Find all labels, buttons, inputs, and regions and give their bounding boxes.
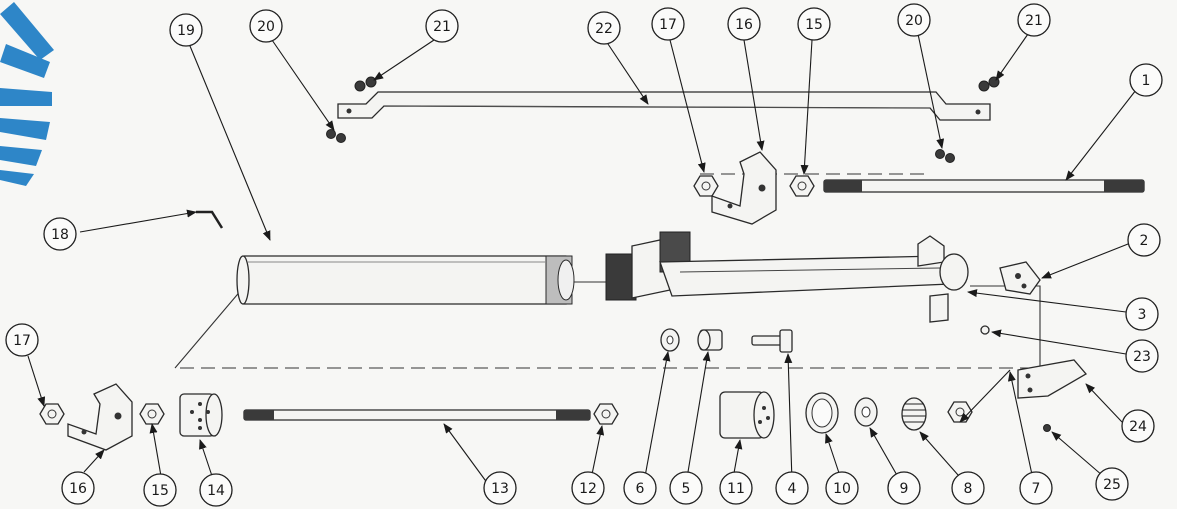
callout-21-top-left: 21: [425, 9, 459, 43]
callout-3: 3: [1125, 297, 1159, 331]
upper-bracket-16: [711, 151, 777, 225]
svg-text:17: 17: [659, 17, 677, 33]
upper-nut-17: [693, 175, 719, 197]
spring-8: [901, 397, 927, 431]
nut-25: [1043, 424, 1051, 432]
bolt-4: [751, 329, 793, 353]
callout-16-top: 16: [727, 7, 761, 41]
bushing-5: [697, 329, 723, 351]
washer-6: [660, 328, 680, 352]
callout-7: 7: [1019, 471, 1053, 505]
callout-18: 18: [43, 217, 77, 251]
svg-text:23: 23: [1133, 349, 1151, 365]
callout-14: 14: [199, 473, 233, 507]
svg-text:16: 16: [69, 481, 87, 497]
upper-threaded-rod-1: [823, 179, 1145, 193]
callout-5: 5: [669, 471, 703, 505]
svg-text:6: 6: [636, 481, 645, 497]
washer-9: [854, 397, 878, 427]
svg-text:24: 24: [1129, 419, 1147, 435]
callout-25: 25: [1095, 467, 1129, 501]
seal-ring-10: [805, 392, 839, 434]
nut-7: [947, 401, 973, 423]
svg-text:10: 10: [833, 481, 851, 497]
svg-text:11: 11: [727, 481, 745, 497]
svg-text:20: 20: [905, 13, 923, 29]
svg-text:20: 20: [257, 19, 275, 35]
callout-1: 1: [1129, 63, 1163, 97]
callout-21-top-right: 21: [1017, 3, 1051, 37]
nut-12: [593, 403, 619, 425]
callout-15-top: 15: [797, 7, 831, 41]
callout-10: 10: [825, 471, 859, 505]
svg-text:18: 18: [51, 227, 69, 243]
svg-text:2: 2: [1140, 233, 1149, 249]
callout-9: 9: [887, 471, 921, 505]
svg-text:15: 15: [805, 17, 823, 33]
svg-text:13: 13: [491, 481, 509, 497]
svg-text:8: 8: [964, 481, 973, 497]
svg-text:3: 3: [1138, 307, 1147, 323]
svg-text:21: 21: [1025, 13, 1043, 29]
callout-19: 19: [169, 13, 203, 47]
svg-text:4: 4: [788, 481, 797, 497]
svg-text:7: 7: [1032, 481, 1041, 497]
svg-text:25: 25: [1103, 477, 1121, 493]
svg-text:15: 15: [151, 483, 169, 499]
pin-18: [196, 210, 224, 229]
svg-text:14: 14: [207, 483, 225, 499]
damper-14: [179, 393, 223, 437]
callout-15-bottom: 15: [143, 473, 177, 507]
callout-24: 24: [1121, 409, 1155, 443]
svg-text:22: 22: [595, 21, 613, 37]
callout-11: 11: [719, 471, 753, 505]
callout-13: 13: [483, 471, 517, 505]
svg-text:21: 21: [433, 19, 451, 35]
lower-bracket-16: [67, 383, 133, 451]
callout-8: 8: [951, 471, 985, 505]
svg-text:5: 5: [682, 481, 691, 497]
callout-6: 6: [623, 471, 657, 505]
end-cap-2: [999, 261, 1041, 295]
svg-text:16: 16: [735, 17, 753, 33]
lower-nut-15: [139, 403, 165, 425]
svg-text:12: 12: [579, 481, 597, 497]
outer-tube-19: [236, 255, 575, 305]
svg-text:19: 19: [177, 23, 195, 39]
callout-16-bottom: 16: [61, 471, 95, 505]
callout-23: 23: [1125, 339, 1159, 373]
screw-23: [980, 325, 990, 335]
svg-text:1: 1: [1142, 73, 1151, 89]
callout-20-top-left: 20: [249, 9, 283, 43]
upper-nut-15: [789, 175, 815, 197]
strap-bar: [337, 91, 991, 121]
callout-17-top: 17: [651, 7, 685, 41]
callout-20-top-right: 20: [897, 3, 931, 37]
svg-text:17: 17: [13, 333, 31, 349]
piston-11: [719, 391, 775, 439]
callout-4: 4: [775, 471, 809, 505]
plate-24: [1017, 359, 1088, 399]
callout-17-bottom: 17: [5, 323, 39, 357]
bolts-top-right: [935, 76, 1000, 163]
callout-22: 22: [587, 11, 621, 45]
inner-cylinder-3: [605, 231, 969, 323]
callout-2: 2: [1127, 223, 1161, 257]
lower-threaded-rod-13: [243, 409, 591, 421]
callout-12: 12: [571, 471, 605, 505]
brand-logo: [0, 2, 54, 186]
leader-lines: [27, 33, 1137, 489]
lower-nut-17: [39, 403, 65, 425]
svg-text:9: 9: [900, 481, 909, 497]
